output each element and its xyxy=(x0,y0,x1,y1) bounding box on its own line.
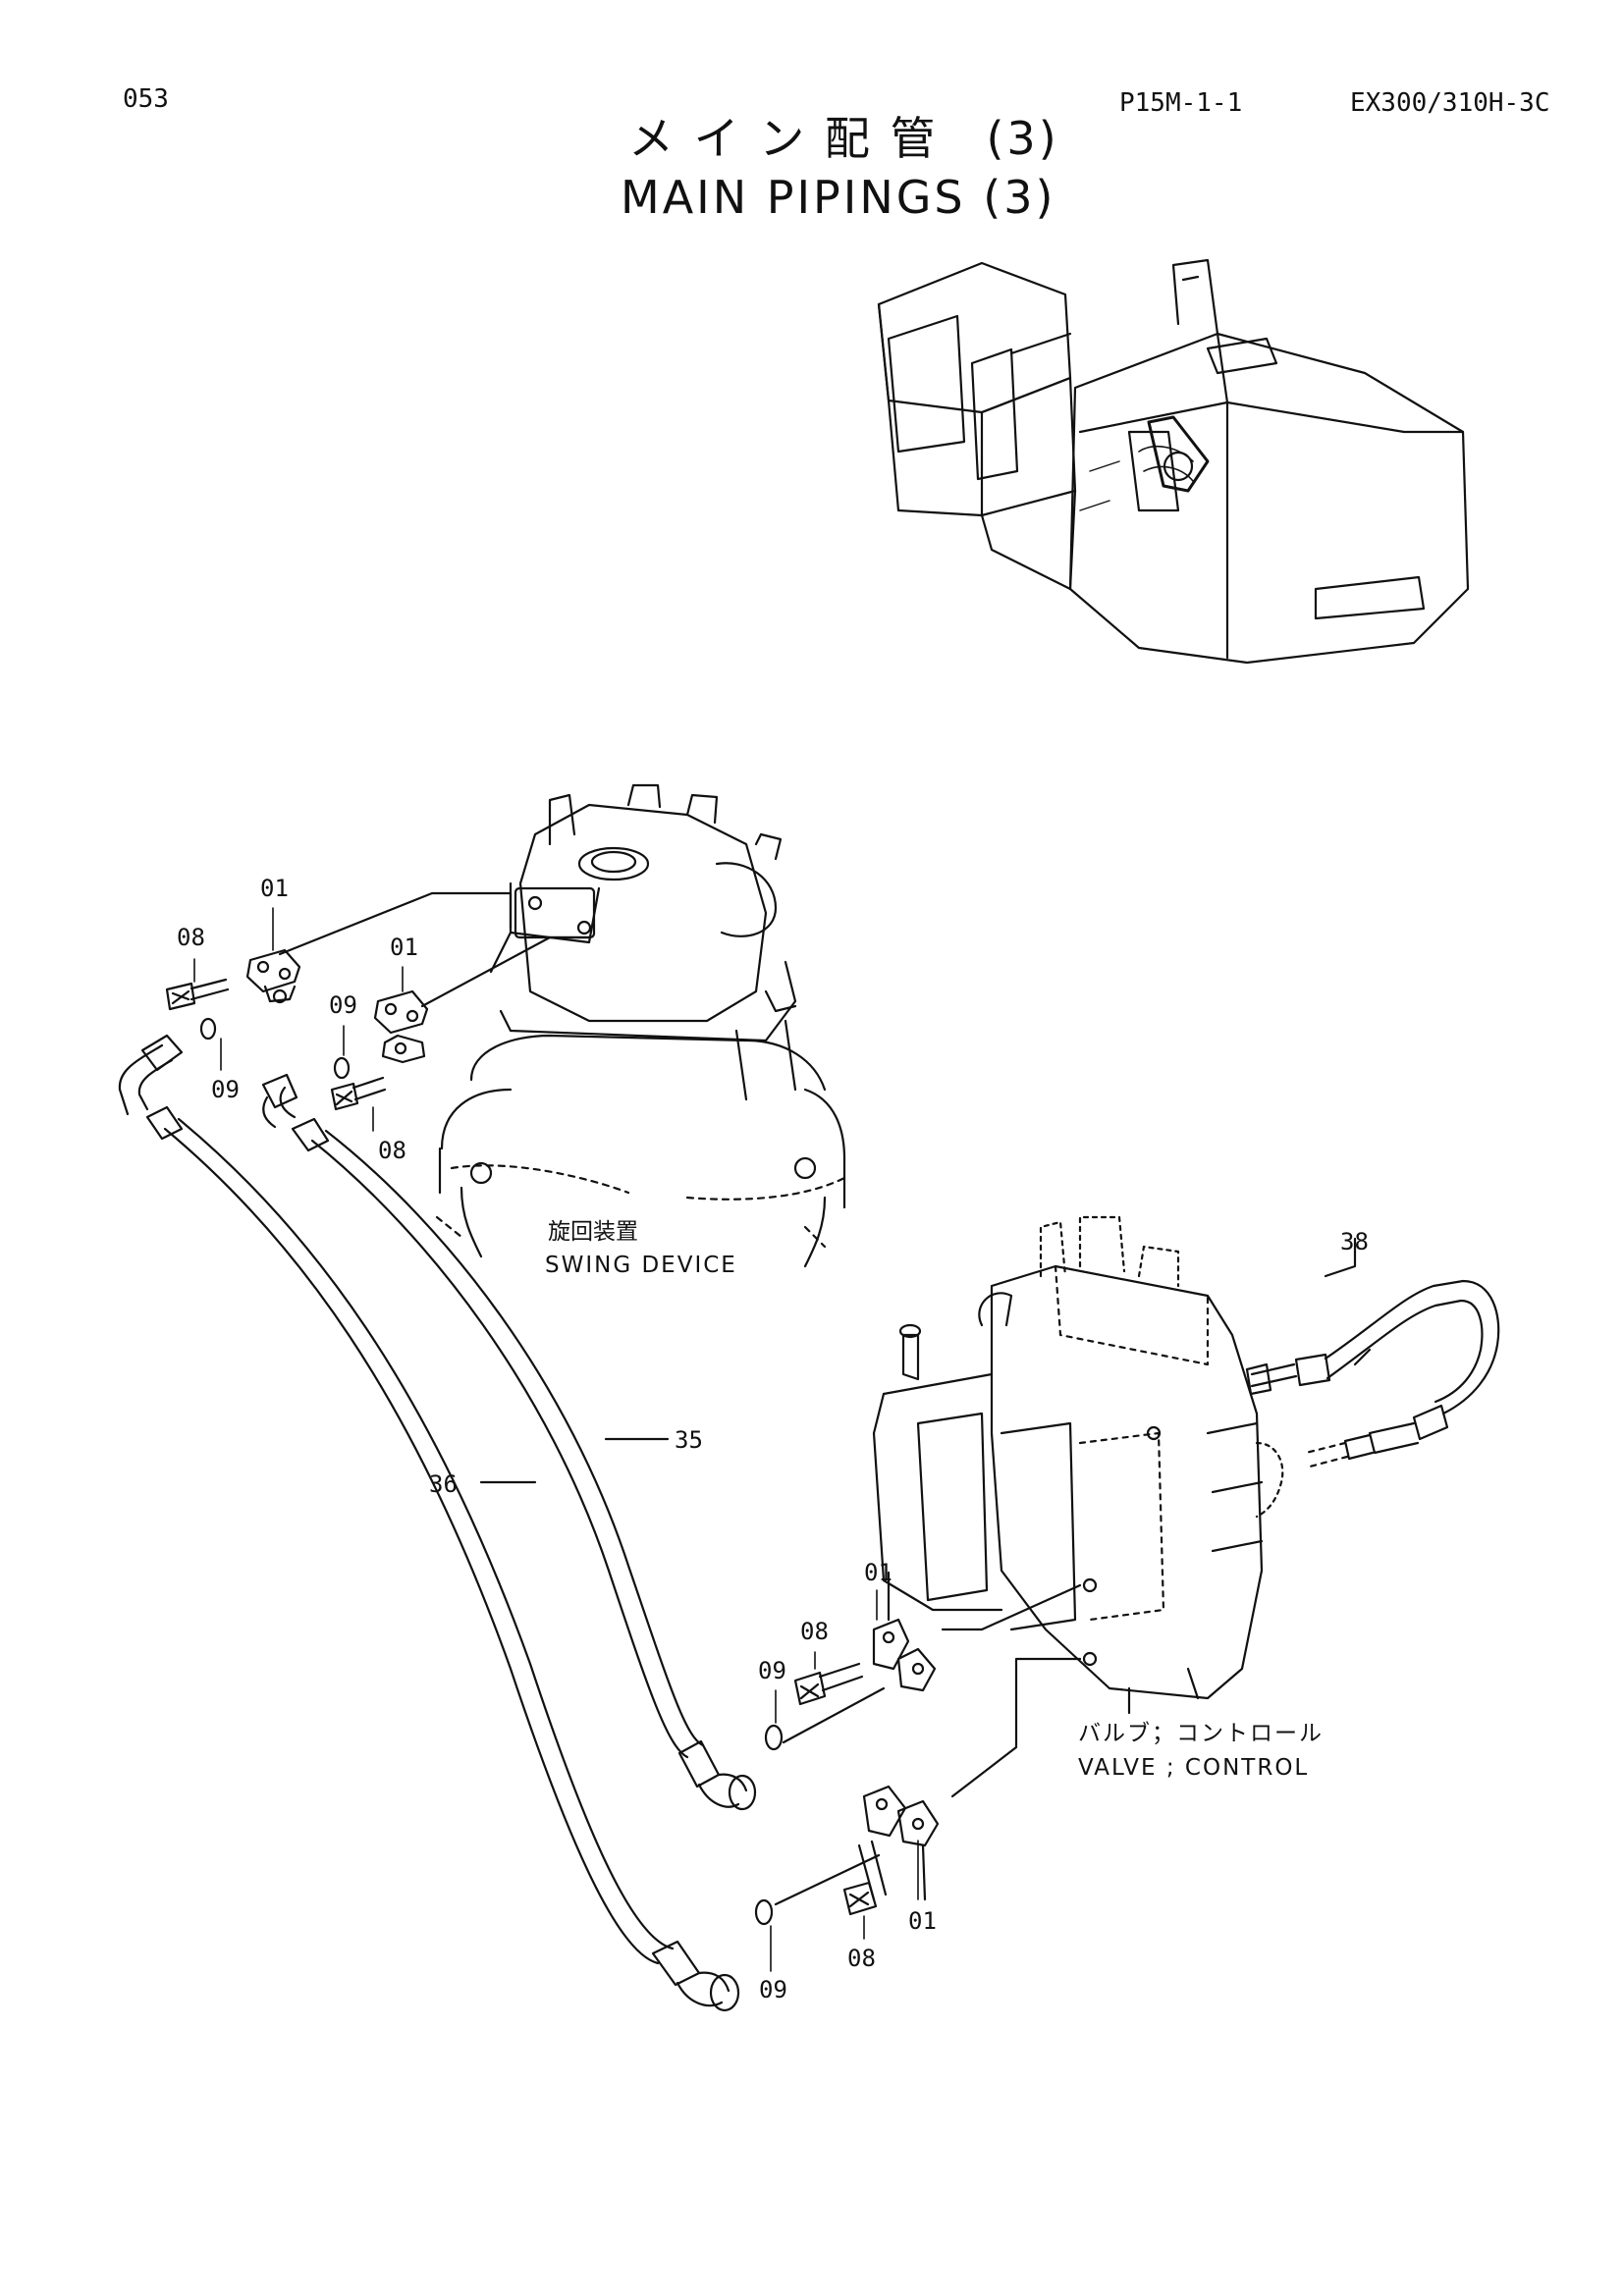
swing-device-label-en: SWING DEVICE xyxy=(545,1253,737,1278)
upper-flange-fittings xyxy=(165,948,429,1111)
callout-part-09: 09 xyxy=(211,1076,240,1103)
callout-part-09: 09 xyxy=(758,1657,786,1684)
callout-part-01: 01 xyxy=(260,875,289,902)
machine-model: EX300/310H-3C xyxy=(1350,88,1550,118)
callout-part-08: 08 xyxy=(177,924,205,951)
callout-part-38: 38 xyxy=(1340,1228,1369,1255)
excavator-overview-illustration xyxy=(877,258,1470,665)
title-english: MAIN PIPINGS (3) xyxy=(621,171,1056,224)
control-valve-label-en: VALVE ; CONTROL xyxy=(1078,1755,1310,1781)
hoses-35-36 xyxy=(118,1034,757,2012)
diagram-code: P15M-1-1 xyxy=(1119,88,1243,118)
control-valve-label-jp: バルブ；コントロール xyxy=(1078,1721,1324,1746)
swing-device-illustration xyxy=(278,783,846,1268)
callout-part-01: 01 xyxy=(908,1907,937,1935)
callout-part-08: 08 xyxy=(800,1618,829,1645)
callout-part-08: 08 xyxy=(378,1137,406,1164)
page-number: 053 xyxy=(123,84,169,114)
swing-device-label-jp: 旋回装置 xyxy=(548,1219,638,1245)
callout-part-01: 01 xyxy=(390,934,418,961)
callout-part-08: 08 xyxy=(847,1945,876,1972)
callout-part-01: 01 xyxy=(864,1559,893,1586)
callout-part-09: 09 xyxy=(329,991,357,1019)
callout-part-09: 09 xyxy=(759,1976,787,2003)
callout-leaders xyxy=(193,907,1356,1972)
lower-flange-fittings xyxy=(754,1571,940,1926)
callout-part-35: 35 xyxy=(675,1426,703,1454)
control-valve-illustration xyxy=(872,1215,1500,1798)
title-japanese: メ イ ン 配 管 (3) xyxy=(628,112,1059,165)
callout-part-36: 36 xyxy=(429,1470,458,1498)
